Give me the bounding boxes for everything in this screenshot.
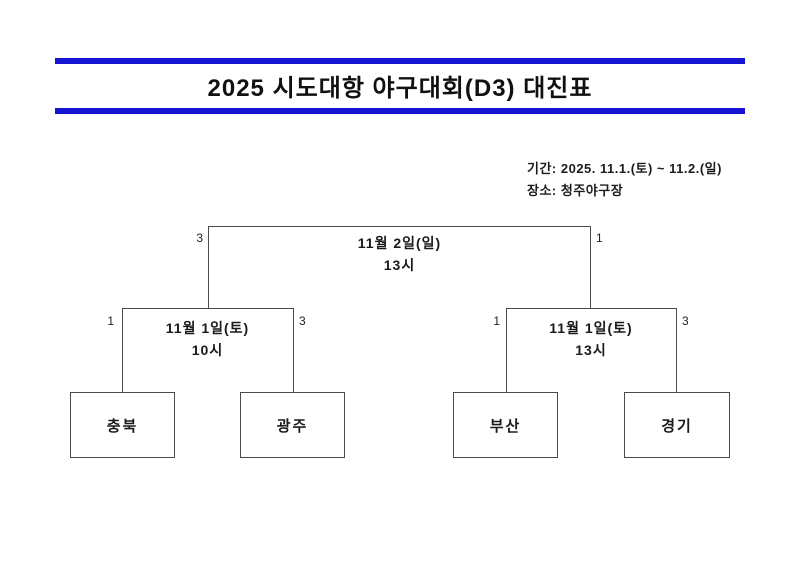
header-bottom-rule — [55, 108, 745, 114]
final-date: 11월 2일(일) — [357, 235, 442, 251]
final-match-label: 11월 2일(일) 13시 — [208, 232, 591, 276]
tournament-period: 기간: 2025. 11.1.(토) ~ 11.2.(일) — [527, 161, 722, 176]
semifinal-left-right-leg — [293, 308, 294, 392]
page-title: 2025 시도대항 야구대회(D3) 대진표 — [207, 75, 593, 102]
team-name: 부산 — [489, 417, 522, 435]
team-name: 경기 — [661, 417, 693, 435]
tournament-info: 기간: 2025. 11.1.(토) ~ 11.2.(일) 장소: 청주야구장 — [527, 158, 722, 202]
header-top-rule — [55, 58, 745, 64]
team-name: 광주 — [276, 417, 309, 435]
semifinal-left-left-score: 1 — [107, 314, 114, 328]
semifinal-right-time: 13시 — [575, 342, 607, 358]
semifinal-left-date: 11월 1일(토) — [165, 320, 250, 336]
semifinal-right-right-score: 3 — [682, 314, 689, 328]
final-right-score: 1 — [596, 231, 603, 245]
semifinal-right-left-score: 1 — [493, 314, 500, 328]
semifinal-left-label: 11월 1일(토) 10시 — [122, 317, 293, 361]
team-box-chungbuk: 충북 — [70, 392, 175, 458]
team-box-busan: 부산 — [453, 392, 558, 458]
tournament-venue: 장소: 청주야구장 — [527, 183, 624, 198]
team-name: 충북 — [106, 417, 139, 435]
semifinal-right-label: 11월 1일(토) 13시 — [506, 317, 676, 361]
semifinal-left-time: 10시 — [191, 342, 224, 358]
semifinal-right-top-line — [506, 308, 676, 309]
team-box-gwangju: 광주 — [240, 392, 345, 458]
semifinal-left-top-line — [122, 308, 293, 309]
semifinal-right-left-leg — [506, 308, 507, 392]
semifinal-right-right-leg — [676, 308, 677, 392]
team-box-gyeonggi: 경기 — [624, 392, 730, 458]
final-top-line — [208, 226, 591, 227]
final-time: 13시 — [383, 257, 416, 273]
final-left-score: 3 — [196, 231, 203, 245]
semifinal-right-date: 11월 1일(토) — [549, 320, 633, 336]
final-left-leg — [208, 226, 209, 308]
semifinal-left-left-leg — [122, 308, 123, 392]
final-right-leg — [590, 226, 591, 308]
semifinal-left-right-score: 3 — [299, 314, 306, 328]
